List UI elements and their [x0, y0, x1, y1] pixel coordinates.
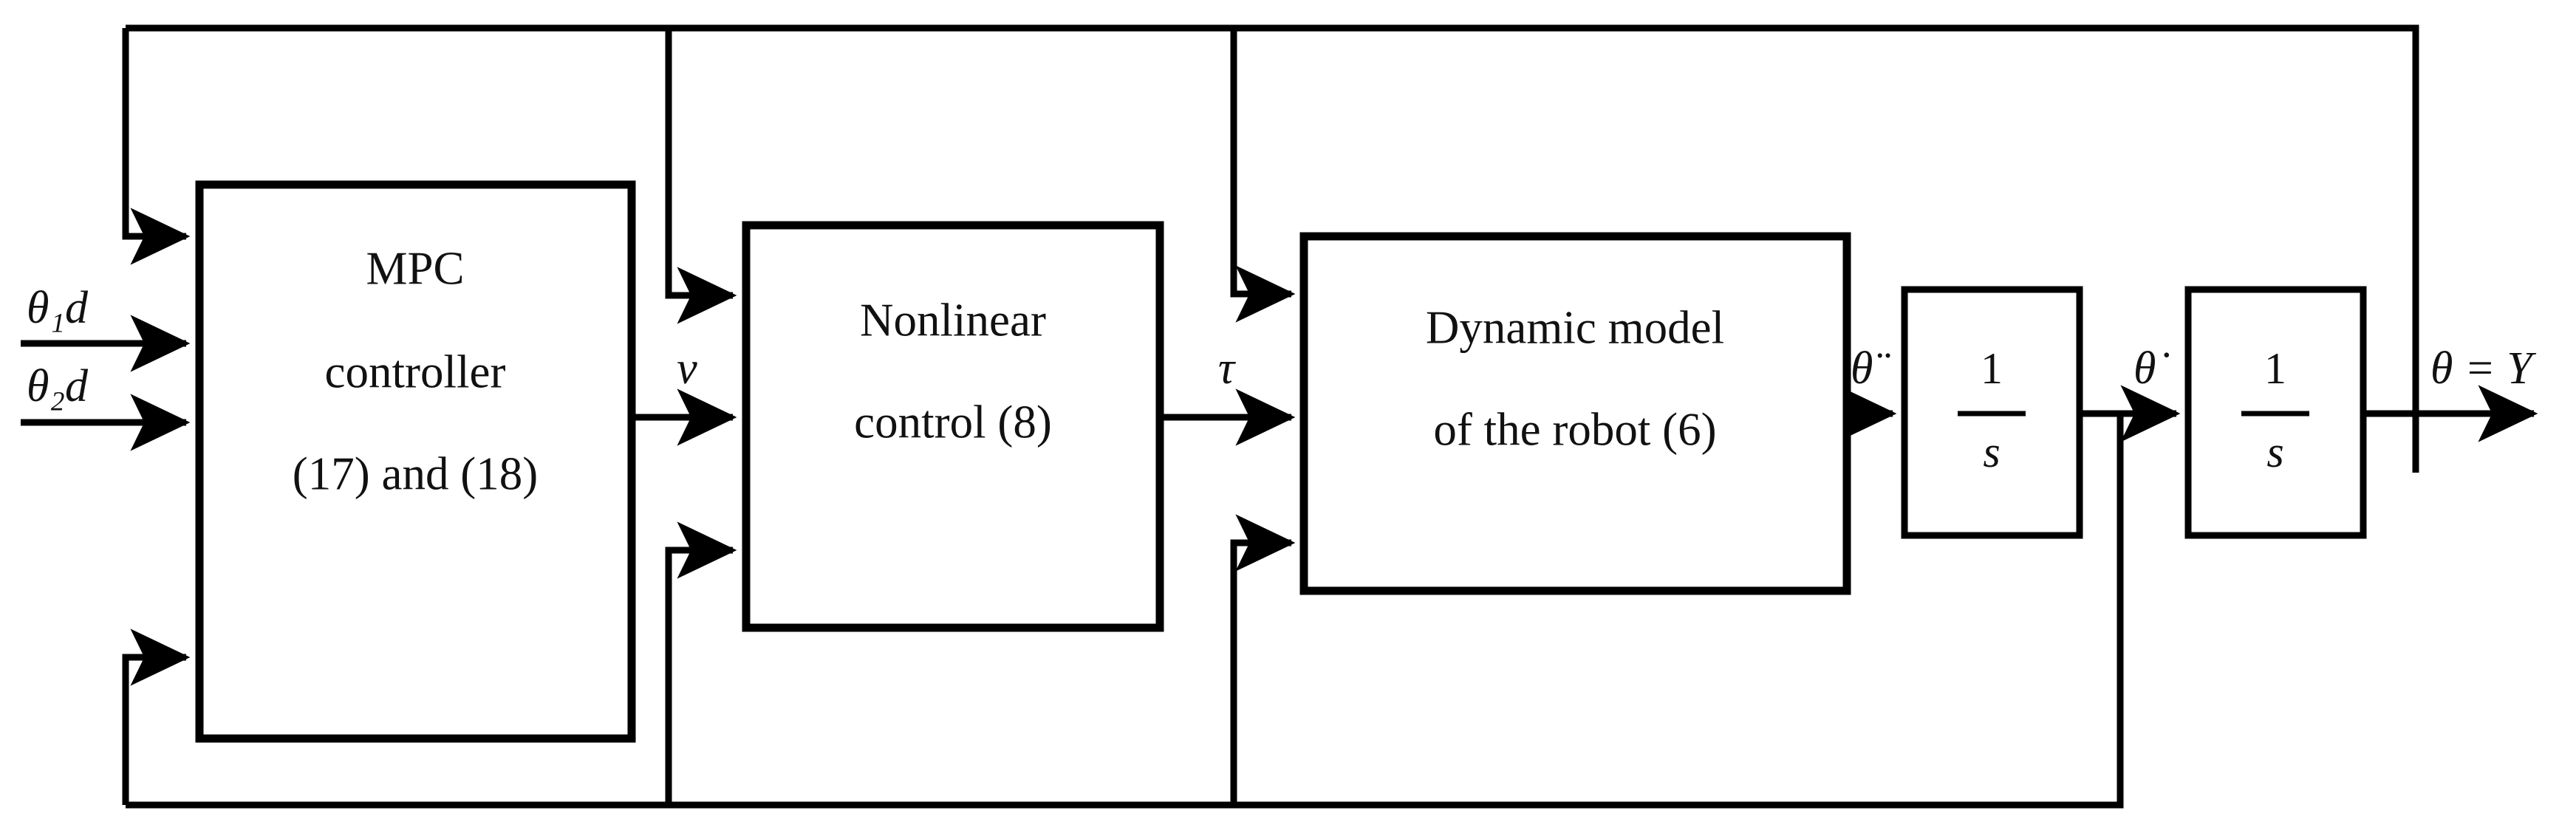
integrator-2-denominator: s — [2266, 428, 2283, 476]
signal-label-theta1d: θ₁d — [27, 285, 88, 331]
nonlinear-line-1: Nonlinear — [860, 294, 1046, 346]
signal-label-theta-dot: θ̇ — [2133, 346, 2156, 391]
top-feedback-trunk — [126, 24, 2419, 473]
integrator-2-numerator: 1 — [2264, 344, 2286, 393]
signal-label-tau: τ — [1218, 343, 1237, 394]
bottom-feedback-to-mpc — [122, 628, 191, 805]
mpc-line-2: controller — [325, 346, 506, 397]
dynamic-line-1: Dynamic model — [1426, 301, 1724, 353]
integrator-1-denominator: s — [1983, 428, 2000, 476]
theta-ddot-text: θ̈ — [1851, 343, 1873, 394]
block-dynamic-model[interactable] — [1299, 232, 1851, 595]
signal-label-theta2d: θ₂d — [27, 363, 88, 409]
theta-dot-text: θ̇ — [2133, 343, 2156, 394]
output-text: θ = Y — [2430, 343, 2532, 394]
block-mpc-controller[interactable] — [195, 180, 636, 743]
theta2d-text: θ₂d — [27, 361, 89, 411]
signal-label-output: θ = Y — [2430, 346, 2532, 391]
mpc-line-1: MPC — [366, 242, 464, 294]
mpc-line-3: (17) and (18) — [293, 448, 538, 499]
bottom-feedback-to-nonlinear — [665, 521, 737, 805]
reference-inputs — [21, 315, 191, 451]
bottom-feedback-rail — [122, 473, 2124, 809]
bottom-feedback-to-dynamic — [1230, 514, 1296, 805]
top-feedback-to-mpc — [122, 28, 191, 265]
top-feedback-rail — [122, 24, 2419, 473]
integrator-1-numerator: 1 — [1981, 344, 2003, 393]
signal-label-theta-ddot: θ̈ — [1851, 346, 1873, 391]
top-feedback-to-nonlinear — [665, 28, 737, 324]
signal-label-v: v — [677, 343, 697, 394]
block-nonlinear-control[interactable] — [742, 221, 1164, 632]
nonlinear-line-2: control (8) — [854, 396, 1052, 448]
top-feedback-to-dynamic — [1230, 28, 1296, 323]
theta1d-text: θ₁d — [27, 283, 89, 333]
dynamic-line-2: of the robot (6) — [1433, 403, 1716, 455]
bottom-feedback-trunk — [126, 473, 2124, 809]
